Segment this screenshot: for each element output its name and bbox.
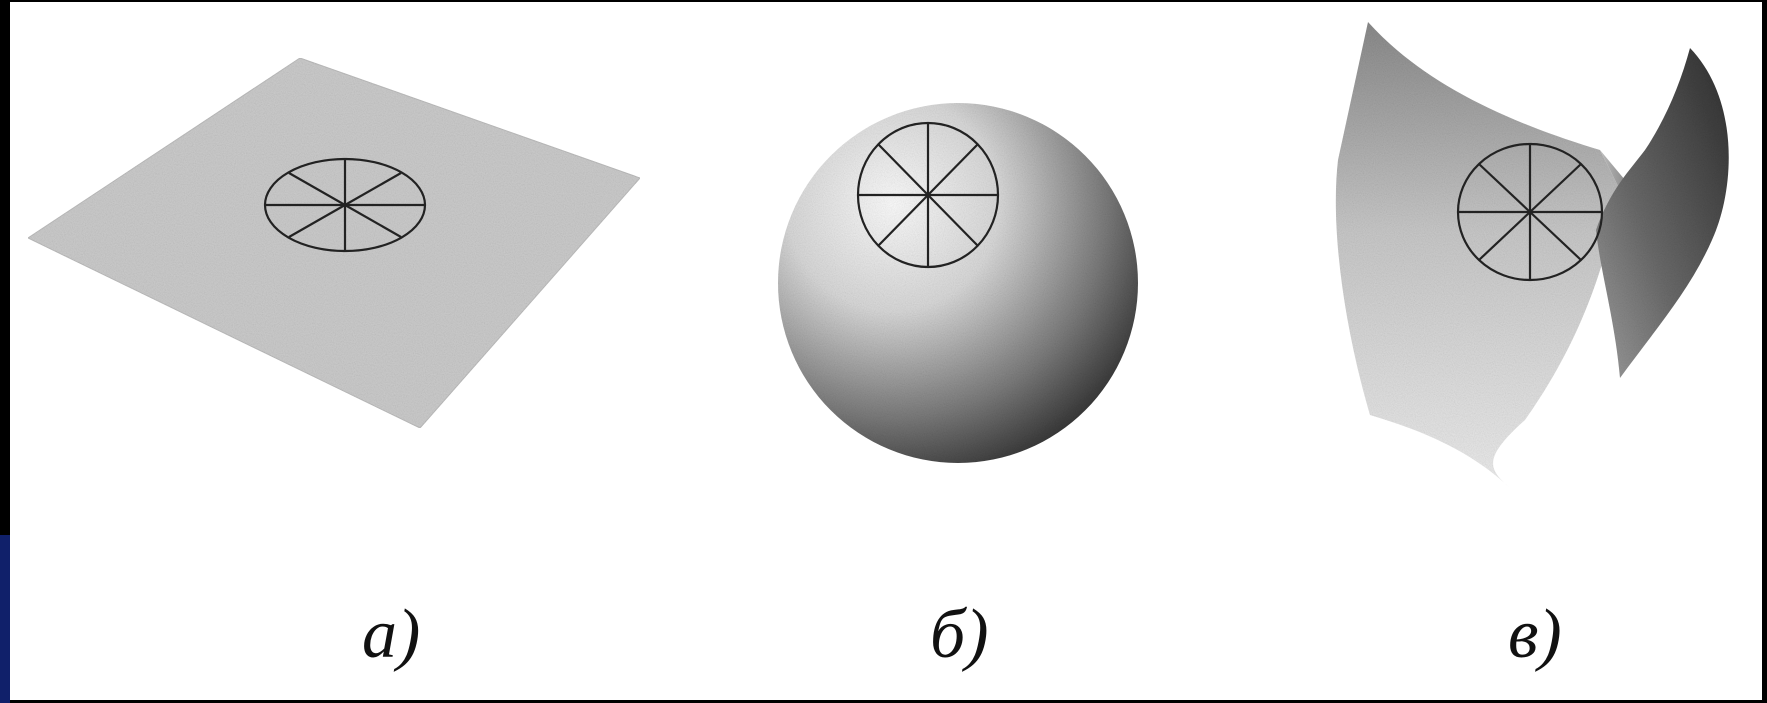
plane-circle-with-spokes (265, 159, 425, 251)
plane-surface (28, 58, 640, 428)
saddle-circle-with-spokes (1458, 144, 1602, 280)
caption-a: а) (362, 600, 420, 670)
caption-v: в) (1508, 600, 1562, 670)
sphere-circle-with-spokes (858, 123, 998, 267)
sphere-surface (778, 103, 1138, 463)
saddle-surface (1336, 22, 1729, 488)
caption-b: б) (930, 600, 989, 670)
